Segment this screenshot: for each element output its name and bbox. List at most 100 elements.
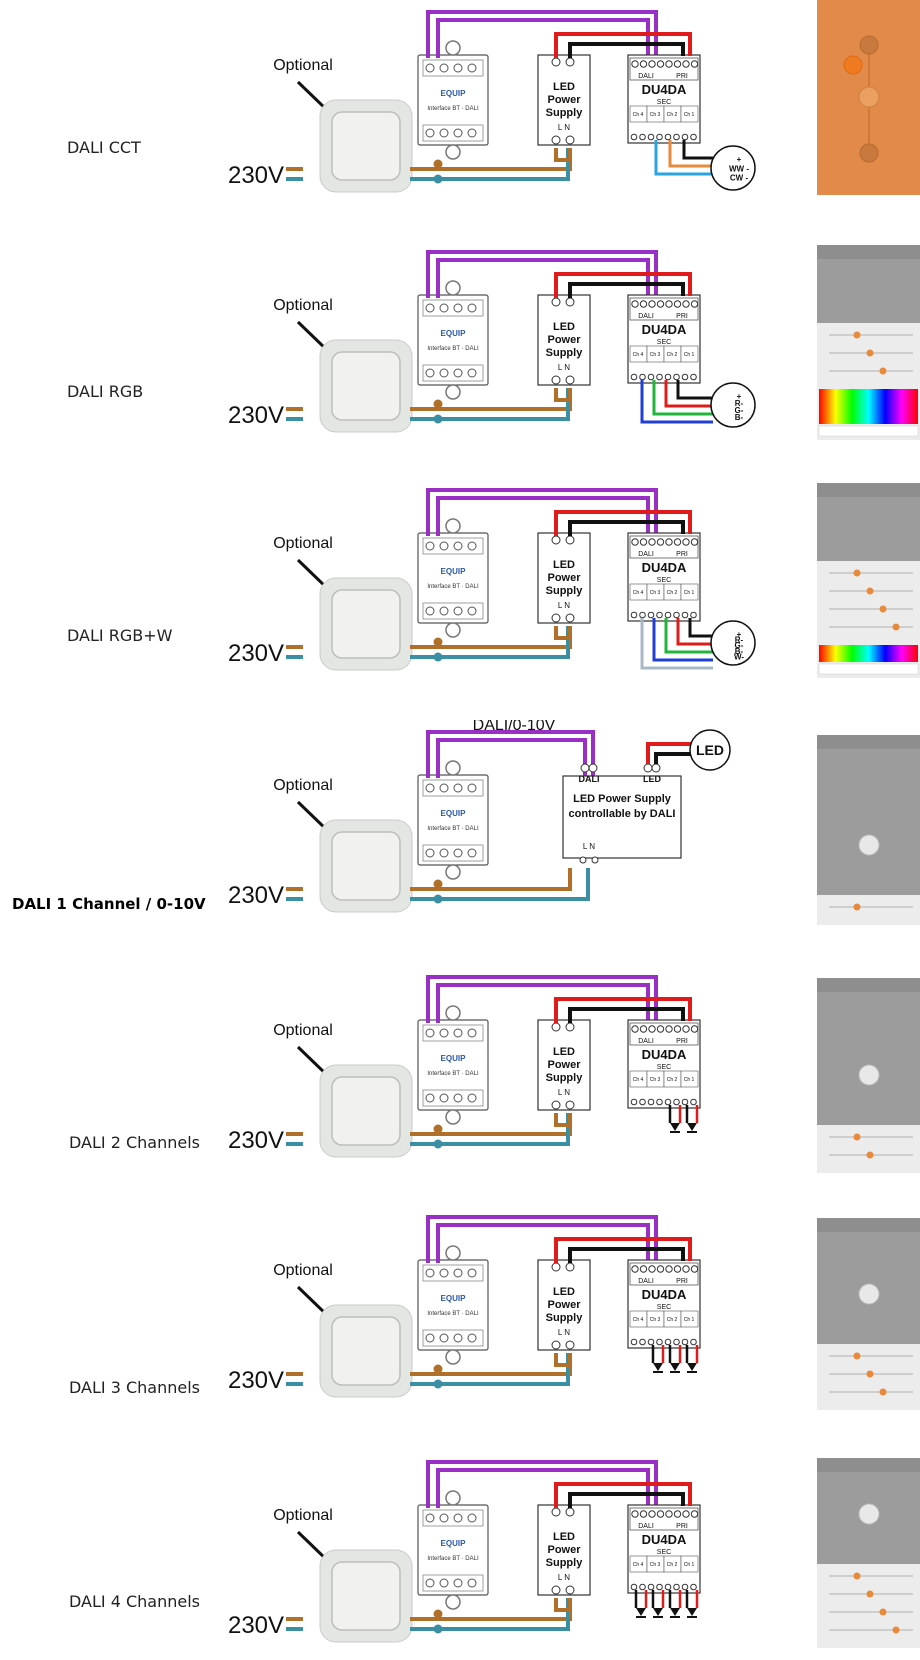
du4da-output-terminal — [681, 1338, 689, 1346]
interface-terminals-top — [422, 1264, 484, 1282]
interface-terminal — [467, 606, 477, 616]
interface-terminals-top — [422, 1509, 484, 1527]
screen-color-picker — [819, 645, 918, 662]
du4da-output-terminal — [656, 133, 663, 141]
row-label: DALI RGB+W — [67, 626, 173, 645]
terminal — [588, 763, 598, 773]
interface-terminal — [425, 1513, 435, 1523]
terminal — [565, 57, 575, 67]
du4da-terminal — [665, 1510, 673, 1518]
du4da-channel-label: Ch 3 — [650, 1077, 661, 1083]
optional-label: Optional — [273, 777, 333, 794]
du4da-channel-label: Ch 2 — [667, 1077, 678, 1083]
du4da-output-terminal — [639, 1098, 646, 1106]
du4da-terminal — [673, 538, 682, 546]
voltage-label: 230V — [228, 882, 284, 909]
hidden — [554, 626, 572, 640]
load-wire — [664, 380, 713, 408]
screen-slider-thumb — [866, 1590, 874, 1598]
voltage-label: 230V — [228, 640, 284, 667]
load-wire — [688, 618, 713, 638]
du4da-terminal — [656, 1265, 665, 1273]
mount-hole — [445, 1109, 461, 1125]
led-load-label: WW - — [729, 164, 749, 173]
interface-text: Interface BT · DALI — [427, 1556, 479, 1562]
psu-ln: L N — [583, 842, 595, 851]
screen-statusbar — [817, 1458, 920, 1472]
du4da-terminal — [665, 538, 673, 546]
interface-terminal — [425, 541, 435, 551]
hidden — [554, 1113, 572, 1127]
terminal — [551, 1262, 561, 1272]
interface-brand: EQUIP — [441, 1294, 467, 1303]
interface-brand: EQUIP — [441, 567, 467, 576]
load-wire — [640, 618, 713, 670]
interface-terminal — [467, 1268, 477, 1278]
hidden — [554, 1353, 572, 1367]
du4da-channel-label: Ch 1 — [684, 590, 695, 596]
du4da-terminal — [639, 300, 648, 308]
screen-statusbar — [817, 978, 920, 992]
led-load-label: W- — [734, 652, 744, 661]
du4da-channel-label: Ch 2 — [667, 352, 678, 358]
du4da-output-terminal — [664, 1098, 672, 1106]
app-screenshot — [817, 978, 920, 1173]
psu-positive-wire — [554, 1237, 692, 1263]
psu-positive-wire — [554, 510, 692, 536]
psu-label: Supply — [546, 1312, 584, 1324]
terminal — [565, 613, 575, 623]
du4da-channel-box — [680, 105, 699, 123]
du4da-output-terminal — [656, 1583, 663, 1591]
neutral-wire — [410, 868, 590, 901]
interface-terminal — [467, 303, 477, 313]
psu-label: Supply — [546, 585, 584, 597]
du4da-channel-label: Ch 3 — [650, 352, 661, 358]
du4da-output-terminal — [639, 1338, 646, 1346]
screen-statusbar — [817, 483, 920, 497]
interface-terminal — [439, 848, 449, 858]
du4da-title: DU4DA — [642, 1532, 687, 1547]
led-load-label: + — [737, 630, 742, 639]
optional-label: Optional — [273, 535, 333, 552]
dali-interface-module: EQUIP Interface BT · DALI — [417, 1490, 489, 1610]
du4da-terminal — [631, 538, 639, 546]
switch-rocker — [331, 831, 401, 901]
du4da-output-terminal — [639, 133, 646, 141]
wall-switch — [319, 577, 413, 671]
interface-terminals-bottom — [422, 124, 484, 142]
du4da-terminal — [631, 1025, 639, 1033]
interface-text: Interface BT · DALI — [427, 1311, 479, 1317]
terminal — [565, 1340, 575, 1350]
led-diode — [670, 1608, 680, 1616]
interface-terminal — [453, 783, 463, 793]
interface-brand: EQUIP — [441, 1539, 467, 1548]
led-load-label: R- — [735, 636, 744, 645]
interface-text: Interface BT · DALI — [427, 826, 479, 832]
terminal — [565, 1022, 575, 1032]
du4da-output-terminal — [639, 611, 646, 619]
led-load — [710, 620, 756, 666]
interface-terminal — [425, 1028, 435, 1038]
du4da-terminal — [639, 538, 648, 546]
interface-terminals-top — [422, 779, 484, 797]
load-wire — [652, 618, 713, 662]
dali-bus-wire — [436, 496, 650, 536]
du4da-output-terminal — [656, 1098, 663, 1106]
optional-label: Optional — [273, 1507, 333, 1524]
led-load-label: G- — [735, 641, 744, 650]
psu-ln: L N — [558, 1088, 570, 1097]
junction — [433, 174, 443, 184]
junction — [433, 159, 443, 169]
interface-terminals-bottom — [422, 844, 484, 862]
du4da-pri: PRI — [676, 73, 688, 80]
du4da-output-terminal — [630, 1583, 638, 1591]
psu-label: LED — [553, 559, 575, 571]
